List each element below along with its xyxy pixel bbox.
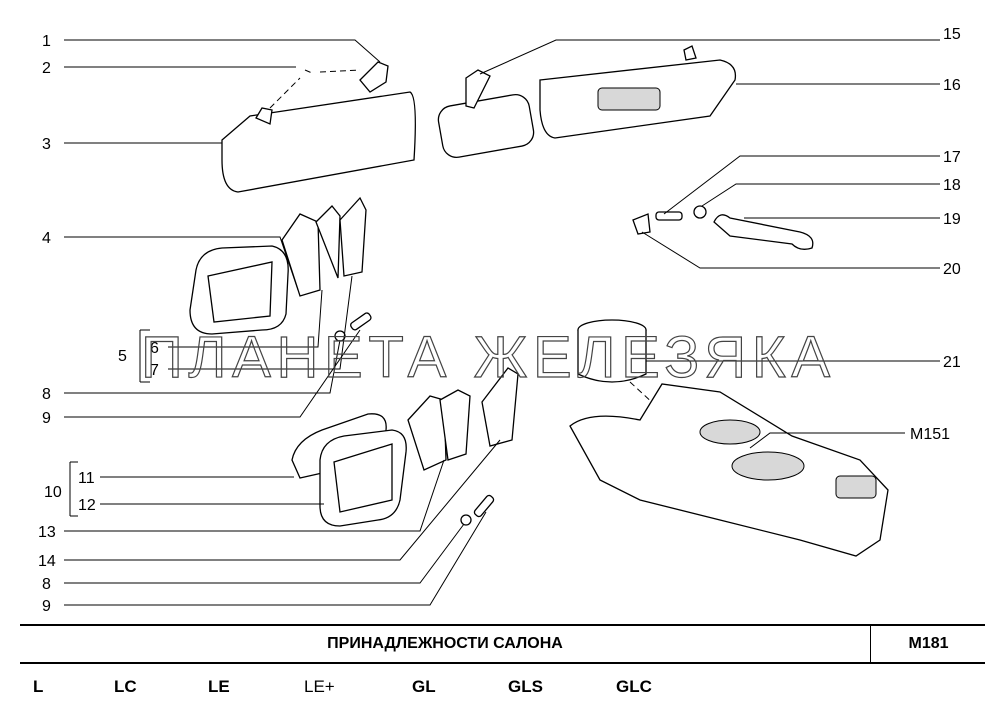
leader-lines [64,39,940,606]
sun-visor-left [221,61,416,193]
callout-5: 5 [118,348,127,365]
callout-9: 9 [42,410,51,427]
callout-16: 16 [943,77,961,94]
outside-mirror-left [189,196,367,335]
sun-visor-right [539,45,737,139]
section-code: M181 [870,626,985,662]
callout-14: 14 [38,553,56,570]
callout-20: 20 [943,261,961,278]
title-block: ПРИНАДЛЕЖНОСТИ САЛОНА M181 [20,624,985,664]
trim-gls: GLS [508,677,543,696]
callout-19: 19 [943,211,961,228]
trim-gl: GL [412,677,436,696]
trim-levels: L LC LE LE+ GL GLS GLC [0,677,985,701]
callout-3: 3 [42,136,51,153]
screw-and-washer-lower [460,494,495,526]
callout-6: 6 [150,340,159,357]
outside-mirror-right [291,367,519,527]
callout-1: 1 [42,33,51,50]
trim-l: L [33,677,44,696]
callout-18: 18 [943,177,961,194]
callout-2: 2 [42,60,51,77]
callout-9-lower: 9 [42,598,51,615]
trim-glc: GLC [616,677,652,696]
trim-le-plus: LE+ [304,677,335,696]
trim-lc: LC [114,677,137,696]
trim-le: LE [208,677,230,696]
callout-21: 21 [943,354,961,371]
ashtray-cup [577,319,681,429]
callout-10: 10 [44,484,62,501]
callout-15: 15 [943,26,961,43]
callout-13: 13 [38,524,56,541]
screw-and-washer-upper [334,312,372,342]
page-title: ПРИНАДЛЕЖНОСТИ САЛОНА [327,635,563,652]
watermark: ПЛАНЕТА ЖЕЛЕЗЯКА [141,325,831,390]
parts-diagram: 1 2 3 4 5 6 7 8 9 10 11 12 13 14 8 9 15 … [38,26,961,615]
grab-handle-assembly [632,205,814,250]
callout-7: 7 [150,362,159,379]
callout-11: 11 [78,470,95,487]
callout-8: 8 [42,386,51,403]
callout-4: 4 [42,230,51,247]
callout-12: 12 [78,497,96,514]
callout-m151: M151 [910,426,950,443]
rear-view-mirror [437,69,535,159]
callout-8-lower: 8 [42,576,51,593]
center-console [569,383,889,557]
callout-17: 17 [943,149,961,166]
